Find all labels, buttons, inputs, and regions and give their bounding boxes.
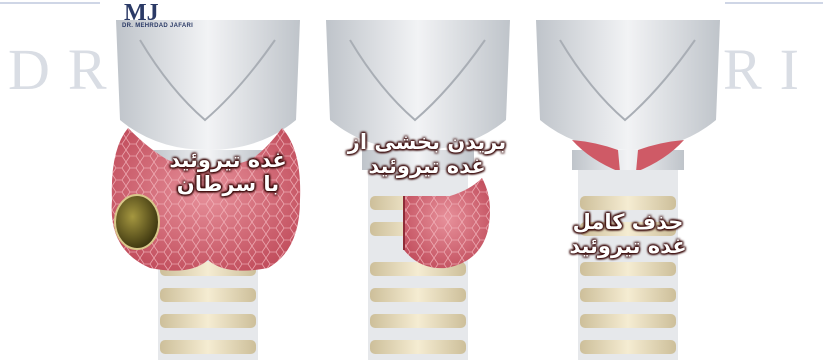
caption-total-line2: غده تیروئید	[548, 234, 708, 258]
caption-cancer: غده تیروئید با سرطان	[148, 148, 308, 196]
panel-total-removal	[536, 20, 720, 360]
panel-partial-removal	[326, 20, 510, 360]
caption-total-line1: حذف کامل	[548, 210, 708, 234]
trachea-rings-3	[578, 170, 678, 360]
tumor	[115, 195, 159, 249]
brand-logo: MJ	[116, 0, 208, 36]
larynx-cartilage-3	[536, 20, 720, 170]
caption-total: حذف کامل غده تیروئید	[548, 210, 708, 258]
logo-caption: DR. MEHRDAD JAFARI	[122, 23, 193, 29]
caption-partial: بریدن بخشی از غده تیروئید	[332, 130, 522, 178]
caption-partial-line1: بریدن بخشی از	[332, 130, 522, 154]
caption-cancer-line1: غده تیروئید	[148, 148, 308, 172]
caption-partial-line2: غده تیروئید	[332, 154, 522, 178]
caption-cancer-line2: با سرطان	[148, 172, 308, 196]
